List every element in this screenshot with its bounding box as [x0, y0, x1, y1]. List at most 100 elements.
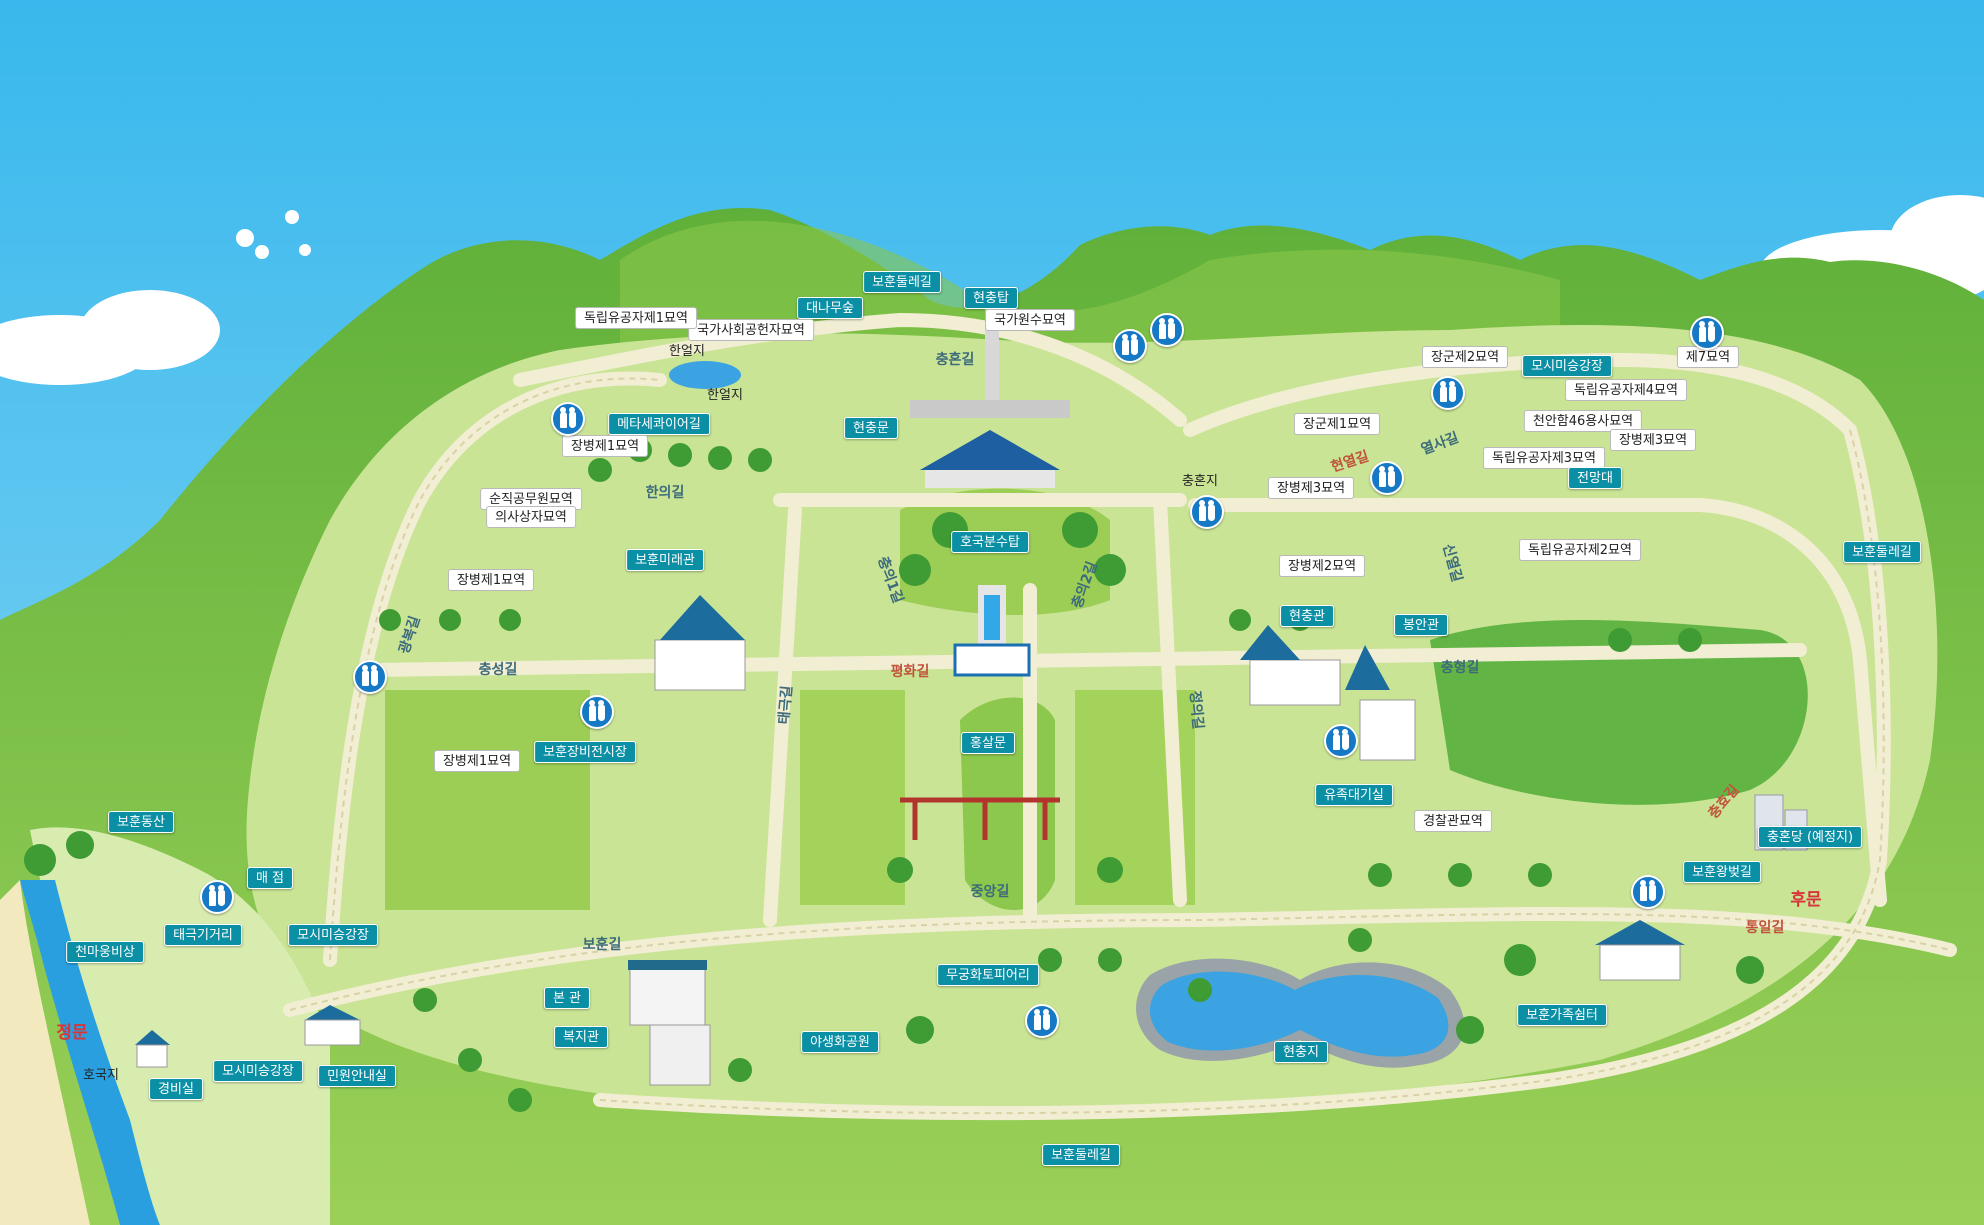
label-minwon[interactable]: 민원안내실 [318, 1065, 396, 1087]
restroom-icon [1150, 313, 1184, 347]
sand-strip [0, 880, 90, 1225]
label-mosi-right[interactable]: 모시미승강장 [1522, 355, 1612, 377]
label-bohun-mirae[interactable]: 보훈미래관 [626, 549, 704, 571]
label-janggun-2[interactable]: 장군제2묘역 [1421, 346, 1509, 368]
label-hyeonchunggwan[interactable]: 현충관 [1280, 605, 1334, 627]
restroom-icon [1631, 875, 1665, 909]
label-metasequoia[interactable]: 메타세콰이어길 [608, 413, 710, 435]
label-jangbi-jeonsi[interactable]: 보훈장비전시장 [534, 741, 636, 763]
label-chungondang[interactable]: 충혼당 (예정지) [1757, 826, 1863, 848]
label-daenamu-sup[interactable]: 대나무숲 [797, 297, 863, 319]
lawn-center-right [1075, 690, 1195, 905]
road-pyeonghwa-gil: 평화길 [890, 664, 930, 680]
tree-clusters [24, 438, 1764, 1112]
restroom-icon [1431, 376, 1465, 410]
label-hyeonchungtap[interactable]: 현충탑 [964, 287, 1018, 309]
label-gyeongbisil[interactable]: 경비실 [149, 1078, 203, 1100]
restroom-icon [200, 880, 234, 914]
pond-haneolji [669, 361, 741, 389]
label-uisasangja[interactable]: 의사상자묘역 [486, 506, 576, 528]
label-haneolji: 한얼지 [707, 388, 743, 403]
restroom-icon [1113, 329, 1147, 363]
label-jangbyeong-1-low[interactable]: 장병제1묘역 [433, 750, 521, 772]
label-jangbyeong-3-right[interactable]: 장병제3묘역 [1609, 429, 1697, 451]
road-bohun-gil: 보훈길 [582, 937, 622, 953]
label-cheonma[interactable]: 천마웅비상 [66, 941, 144, 963]
label-dongnip-1[interactable]: 독립유공자제1묘역 [575, 307, 697, 329]
restroom-icon [580, 695, 614, 729]
label-hoguk-bunsu[interactable]: 호국분수탑 [951, 531, 1029, 553]
memorial-tower [910, 300, 1070, 488]
road-taegeuk-gil: 태극길 [776, 685, 796, 725]
restroom-icon [551, 402, 585, 436]
bohun-mirae-building [654, 595, 746, 691]
label-jangbyeong-3[interactable]: 장병제3묘역 [1267, 477, 1355, 499]
label-bokjigwan[interactable]: 복지관 [554, 1026, 608, 1048]
label-dongnip-2[interactable]: 독립유공자제2묘역 [1519, 539, 1641, 561]
label-sunjik[interactable]: 순직공무원묘역 [480, 488, 582, 510]
road-jungang-gil: 중앙길 [970, 884, 1010, 900]
rear-gate-label: 후문 [1790, 890, 1822, 910]
label-jeonmangdae[interactable]: 전망대 [1568, 467, 1622, 489]
label-bonggwan[interactable]: 봉안관 [1394, 614, 1448, 636]
road-jeongui-gil: 정의길 [1186, 690, 1206, 730]
restroom-icon [1324, 724, 1358, 758]
label-dongnip-4[interactable]: 독립유공자제4묘역 [1565, 379, 1687, 401]
family-shelter-building [1595, 920, 1685, 981]
label-janggun-1[interactable]: 장군제1묘역 [1293, 413, 1381, 435]
label-mosi-bottom[interactable]: 모시미승강장 [213, 1060, 303, 1082]
road-edges [289, 377, 1951, 1115]
label-yujok[interactable]: 유족대기실 [1315, 784, 1393, 806]
label-haneolji-top: 한얼지 [669, 344, 705, 359]
road-hanui-gil: 한의길 [645, 485, 685, 501]
restroom-icon [353, 660, 387, 694]
hyeonchunggwan-building [1240, 625, 1416, 761]
label-jangbyeong-1-top[interactable]: 장병제1묘역 [561, 435, 649, 457]
gyeongbi-building [135, 1030, 170, 1068]
restroom-icon [1370, 461, 1404, 495]
main-hall-building [628, 960, 711, 1086]
label-gukgawonsu[interactable]: 국가원수묘역 [985, 309, 1075, 331]
label-bongwan[interactable]: 본 관 [543, 987, 591, 1009]
label-jangbyeong-2[interactable]: 장병제2묘역 [1278, 555, 1366, 577]
restroom-icon [1690, 316, 1724, 350]
restroom-icon [1190, 495, 1224, 529]
lawn-center-left [800, 690, 905, 905]
lake-east [1430, 620, 1808, 805]
label-bohun-gajok[interactable]: 보훈가족쉼터 [1517, 1004, 1607, 1026]
road-chungseong-gil: 충성길 [478, 662, 518, 678]
river [20, 880, 160, 1225]
label-cheonan[interactable]: 천안함46용사묘역 [1523, 410, 1643, 432]
label-gukga-sahoe[interactable]: 국가사회공헌자묘역 [688, 319, 814, 341]
label-taegeuk[interactable]: 태극기거리 [164, 924, 242, 946]
gate-arch [900, 797, 1060, 840]
fountain-tower [953, 585, 1031, 677]
lawn-center-oval [960, 697, 1055, 910]
restroom-icon [1025, 1004, 1059, 1038]
label-bohun-wangbeot[interactable]: 보훈왕벚길 [1683, 861, 1761, 883]
label-mosi-left[interactable]: 모시미승강장 [288, 924, 378, 946]
label-bohun-dulle-bottom[interactable]: 보훈둘레길 [1042, 1144, 1120, 1166]
label-hogukji: 호국지 [83, 1068, 119, 1083]
label-bohun-dulle-top[interactable]: 보훈둘레길 [863, 271, 941, 293]
label-jangbyeong-1-mid[interactable]: 장병제1묘역 [447, 569, 535, 591]
road-tongil-gil: 통일길 [1745, 920, 1785, 936]
label-dongnip-3[interactable]: 독립유공자제3묘역 [1483, 447, 1605, 469]
label-hyeonchungmun[interactable]: 현충문 [844, 417, 898, 439]
label-je7[interactable]: 제7묘역 [1676, 346, 1740, 368]
label-hongsalmun[interactable]: 홍살문 [961, 732, 1015, 754]
label-chungonji: 충혼지 [1182, 474, 1218, 489]
pond-hyeonchungji [1136, 958, 1465, 1068]
label-mugunghwa[interactable]: 무궁화토피어리 [937, 964, 1039, 986]
label-bohun-dulle-right[interactable]: 보훈둘레길 [1843, 541, 1921, 563]
lawn-west [385, 690, 590, 910]
label-bohun-dongsan[interactable]: 보훈동산 [108, 811, 174, 833]
label-yasaenghwa[interactable]: 야생화공원 [801, 1031, 879, 1053]
road-chunghyeong-gil: 충형길 [1440, 660, 1480, 676]
road-chungon-gil: 충혼길 [935, 352, 975, 368]
label-hyeonchungji[interactable]: 현충지 [1274, 1041, 1328, 1063]
label-maejeom[interactable]: 매 점 [246, 867, 294, 889]
minwon-building [304, 1005, 361, 1046]
label-gyeongchal[interactable]: 경찰관묘역 [1414, 810, 1492, 832]
